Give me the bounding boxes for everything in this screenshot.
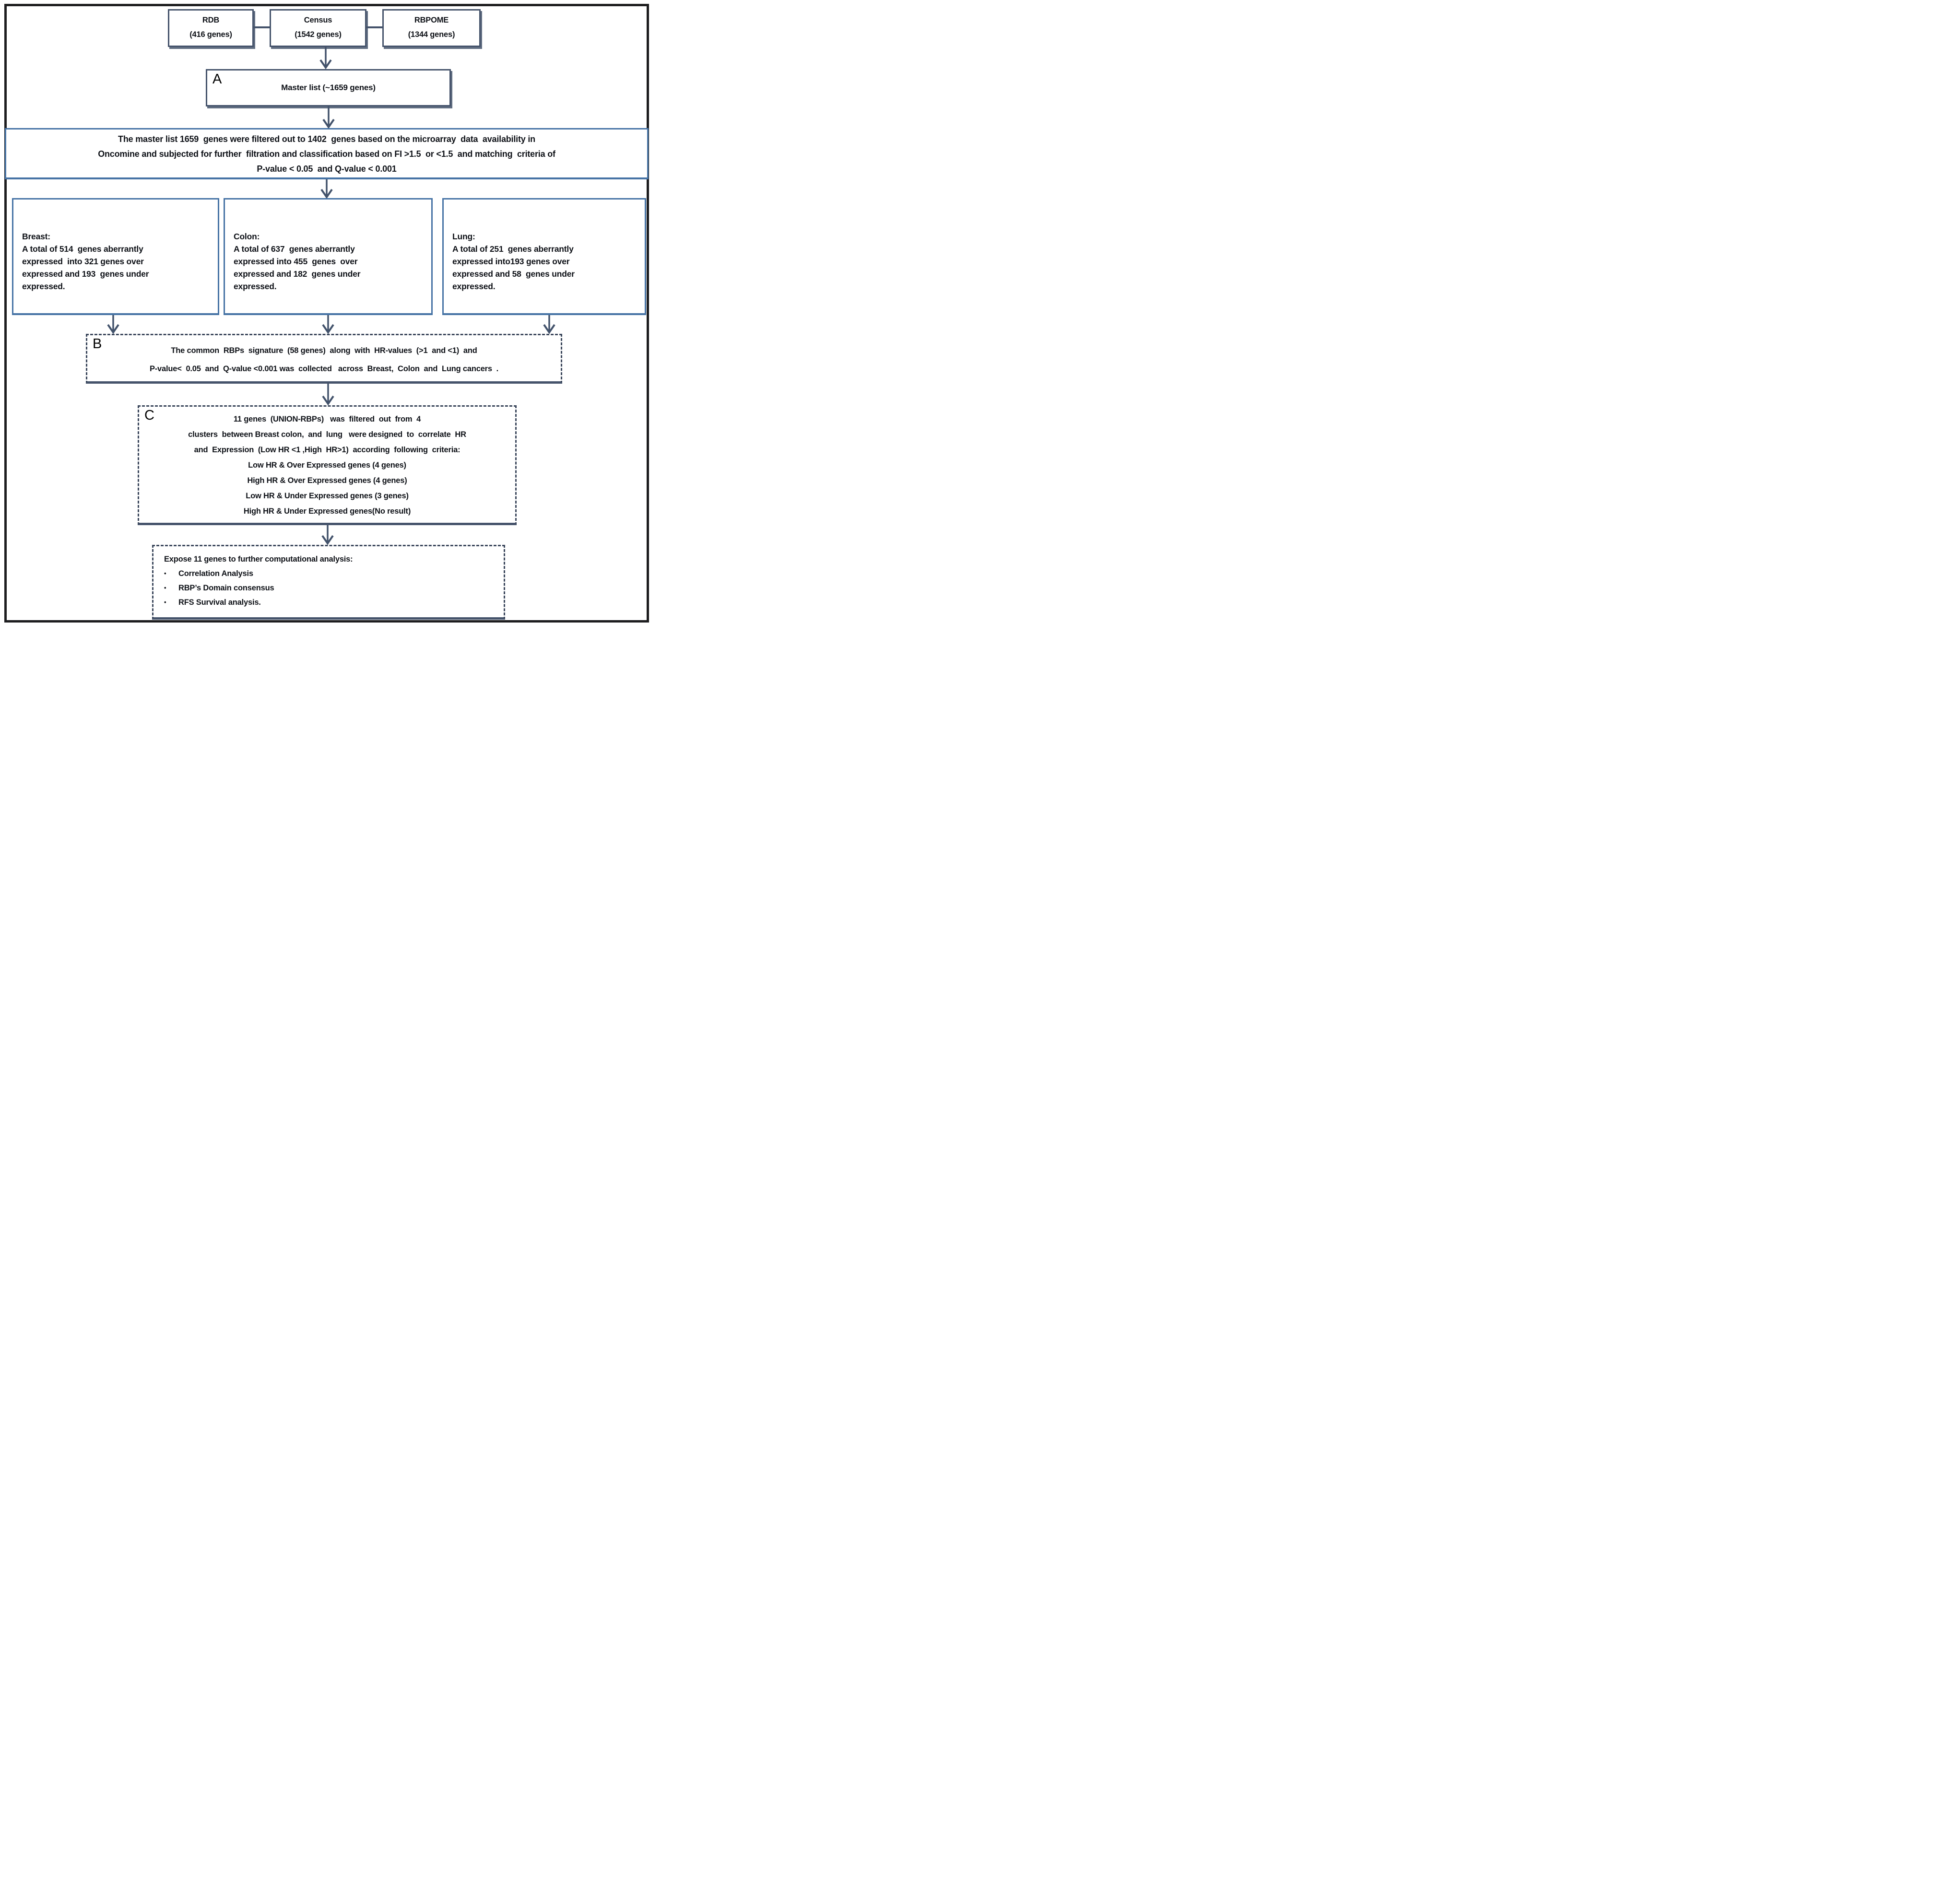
union-criterion: High HR & Under Expressed genes(No resul… bbox=[243, 507, 411, 516]
down-arrow-icon bbox=[321, 315, 335, 334]
panel-label-c: C bbox=[144, 408, 154, 423]
master-list-title: Master list (~1659 genes) bbox=[281, 83, 376, 92]
union-criterion: Low HR & Over Expressed genes (4 genes) bbox=[248, 461, 406, 470]
union-criterion: High HR & Over Expressed genes (4 genes) bbox=[247, 476, 407, 485]
down-arrow-icon bbox=[320, 525, 335, 545]
master-list-box: A Master list (~1659 genes) bbox=[206, 69, 451, 106]
source-name: RBPOME bbox=[414, 16, 449, 24]
list-item: • Correlation Analysis bbox=[164, 566, 493, 581]
colon-title: Colon: bbox=[234, 232, 260, 241]
bullet-icon: • bbox=[164, 599, 166, 606]
list-item: • RBP’s Domain consensus bbox=[164, 581, 493, 595]
lung-box: Lung: A total of 251 genes aberrantly ex… bbox=[442, 198, 646, 315]
union-rbps-box: C 11 genes (UNION-RBPs) was filtered out… bbox=[138, 405, 517, 525]
expose-item: RBP’s Domain consensus bbox=[178, 584, 274, 592]
colon-box: Colon: A total of 637 genes aberrantly e… bbox=[224, 198, 433, 315]
source-name: RDB bbox=[202, 16, 220, 24]
source-name: Census bbox=[304, 16, 332, 24]
colon-body: A total of 637 genes aberrantly expresse… bbox=[234, 244, 361, 291]
expose-analysis-box: Expose 11 genes to further computational… bbox=[152, 545, 505, 620]
panel-label-b: B bbox=[93, 336, 102, 352]
lung-title: Lung: bbox=[452, 232, 475, 241]
bullet-icon: • bbox=[164, 584, 166, 591]
down-arrow-icon bbox=[319, 47, 333, 69]
flowchart-figure: RDB (416 genes) Census (1542 genes) RBPO… bbox=[0, 0, 653, 627]
union-criterion: Low HR & Under Expressed genes (3 genes) bbox=[246, 492, 409, 500]
common-signature-box: B The common RBPs signature (58 genes) a… bbox=[86, 334, 562, 384]
expose-item: RFS Survival analysis. bbox=[178, 598, 261, 607]
breast-box: Breast: A total of 514 genes aberrantly … bbox=[12, 198, 219, 315]
source-box-rdb: RDB (416 genes) bbox=[168, 9, 254, 47]
source-count: (1542 genes) bbox=[295, 30, 342, 39]
union-intro: 11 genes (UNION-RBPs) was filtered out f… bbox=[188, 415, 466, 454]
connector-rdb-census bbox=[254, 26, 270, 28]
list-item: • RFS Survival analysis. bbox=[164, 595, 493, 610]
outer-border bbox=[4, 4, 649, 623]
source-count: (1344 genes) bbox=[408, 30, 455, 39]
source-count: (416 genes) bbox=[189, 30, 232, 39]
down-arrow-icon bbox=[321, 384, 335, 405]
expose-item: Correlation Analysis bbox=[178, 569, 253, 578]
breast-title: Breast: bbox=[22, 232, 50, 241]
expose-title: Expose 11 genes to further computational… bbox=[164, 555, 353, 564]
common-signature-text: The common RBPs signature (58 genes) alo… bbox=[149, 346, 499, 373]
breast-body: A total of 514 genes aberrantly expresse… bbox=[22, 244, 149, 291]
filter-description-box: The master list 1659 genes were filtered… bbox=[5, 128, 649, 179]
down-arrow-icon bbox=[319, 179, 334, 199]
down-arrow-icon bbox=[106, 315, 120, 334]
lung-body: A total of 251 genes aberrantly expresse… bbox=[452, 244, 575, 291]
source-box-rbpome: RBPOME (1344 genes) bbox=[382, 9, 481, 47]
down-arrow-icon bbox=[321, 106, 336, 129]
bullet-icon: • bbox=[164, 570, 166, 577]
connector-census-rbpome bbox=[366, 26, 382, 28]
down-arrow-icon bbox=[542, 315, 556, 334]
panel-label-a: A bbox=[213, 71, 222, 87]
source-box-census: Census (1542 genes) bbox=[270, 9, 366, 47]
